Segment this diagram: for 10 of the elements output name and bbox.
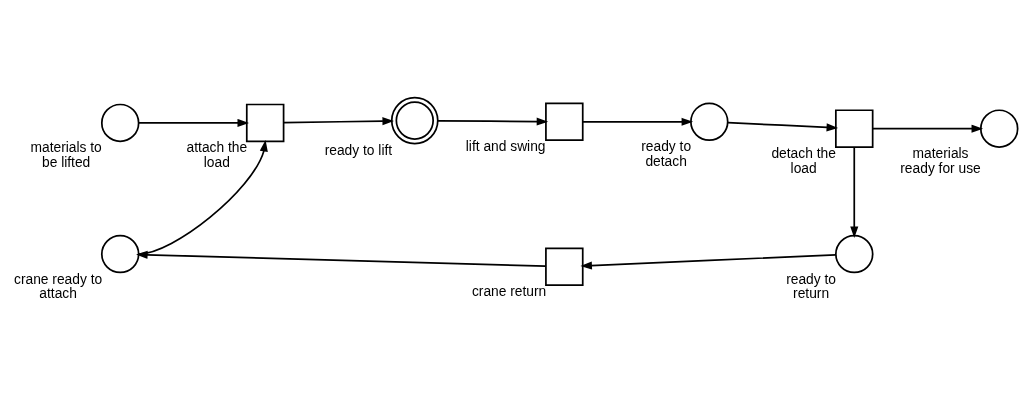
node-label: materials to be lifted: [29, 140, 102, 171]
node-label: ready to lift: [324, 142, 392, 158]
node-label: lift and swing: [465, 139, 546, 155]
node-label: crane ready to attach: [13, 271, 102, 302]
node-label: attach the load: [186, 140, 247, 171]
node-label: detach the load: [770, 146, 836, 177]
node-label: materials ready for use: [899, 146, 981, 177]
node-label: ready to return: [785, 271, 836, 302]
node-label: crane return: [471, 284, 546, 300]
node-label: ready to detach: [640, 139, 691, 170]
